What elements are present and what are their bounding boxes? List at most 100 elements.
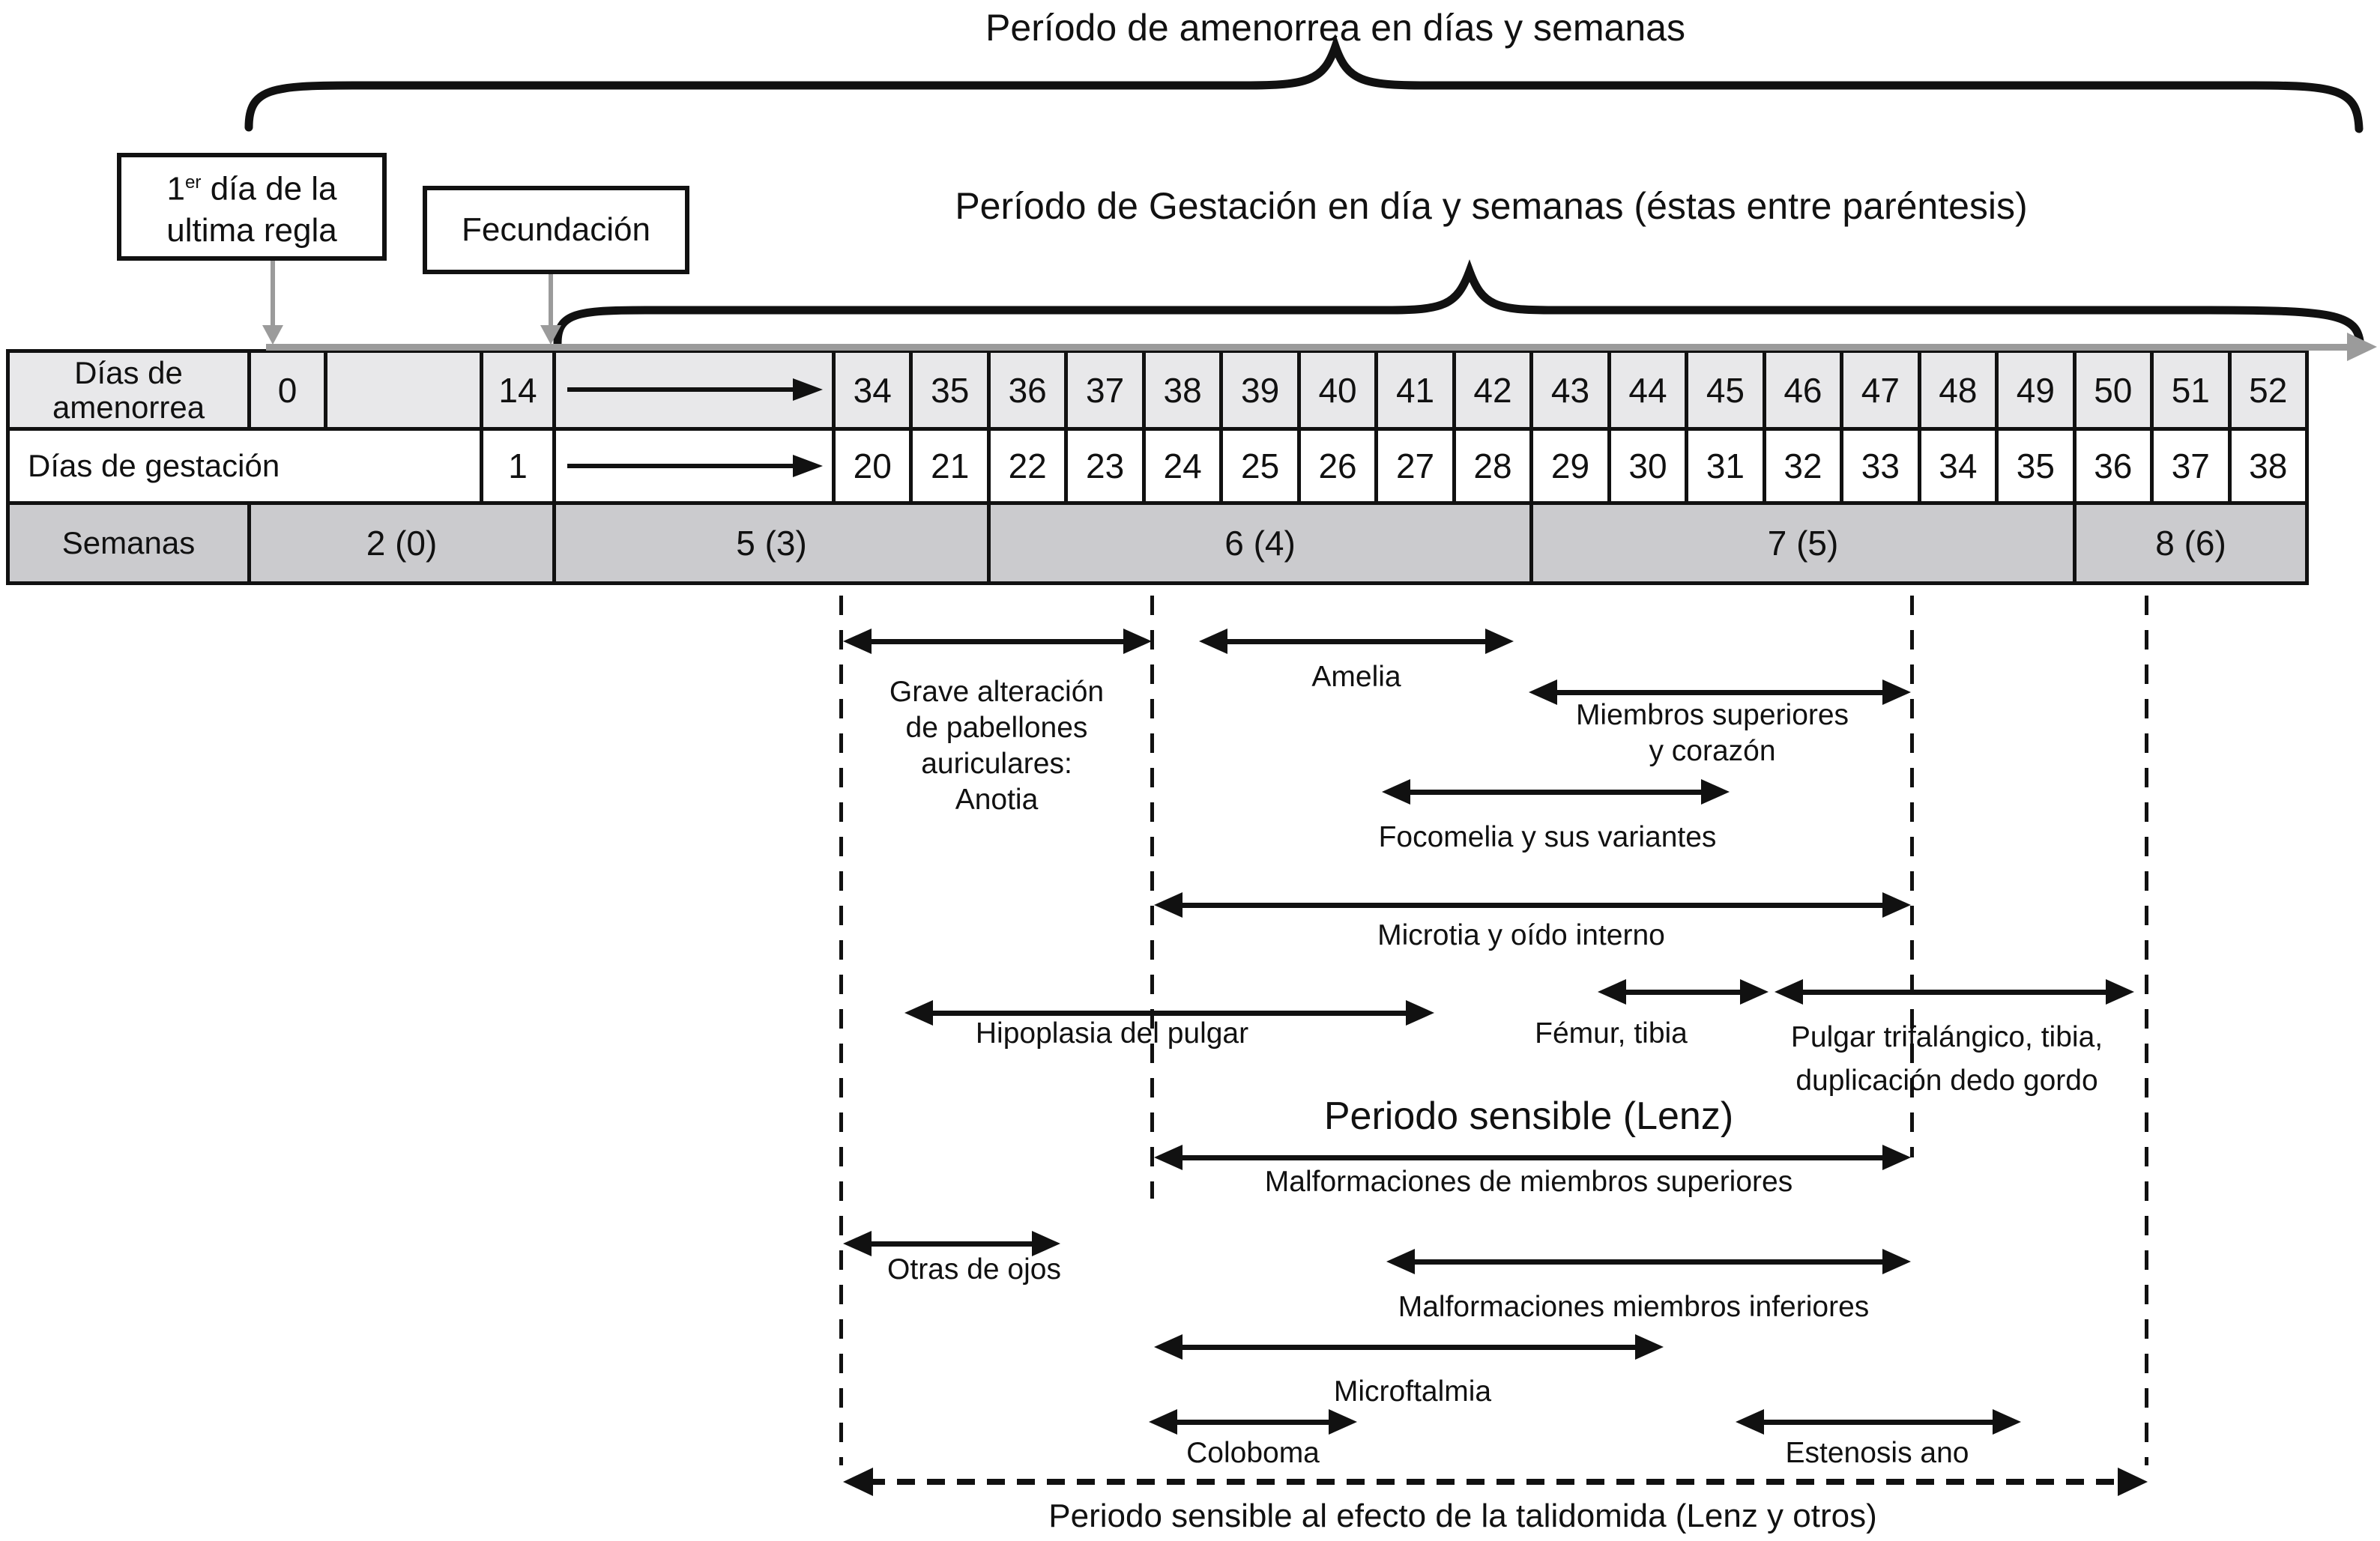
gestation-day-31: 31	[1685, 431, 1763, 501]
amenorrhea-day-48: 48	[1917, 353, 1996, 427]
week-cell-53: 5 (3)	[552, 505, 987, 581]
gestation-day-27: 27	[1374, 431, 1452, 501]
amenorrhea-day-42: 42	[1452, 353, 1530, 427]
microtia-oido-interno-label-line-0: Microtia y oído interno	[1377, 919, 1665, 951]
amenorrhea-day-49: 49	[1995, 353, 2073, 427]
fecundacion-box: Fecundación	[423, 186, 689, 274]
gestation-day-38: 38	[2227, 431, 2305, 501]
gestation-continuation-arrow-shaft	[567, 464, 799, 468]
table-hborder-2	[6, 501, 2309, 505]
microtia-oido-interno-arrow-shaft	[1177, 902, 1888, 908]
gestation-day-28: 28	[1452, 431, 1530, 501]
table-right-border	[2305, 349, 2309, 585]
gestation-day-35: 35	[1995, 431, 2073, 501]
fecundacion-pointer-arrow-shaft	[549, 274, 553, 327]
dashed-line-gestation-day34	[1910, 596, 1914, 1157]
miembros-superiores-corazon-label-line-1: y corazón	[1649, 735, 1776, 767]
gestation-row-label: Días de gestación	[6, 431, 480, 501]
gestation-day-24: 24	[1141, 431, 1220, 501]
malformaciones-miembros-inferiores-arrow-shaft	[1409, 1259, 1888, 1265]
pulgar-trifalangico-label-line-1: duplicación dedo gordo	[1795, 1065, 2098, 1097]
first-day-pointer-arrow-shaft	[271, 261, 275, 327]
coloboma-label-line-0: Coloboma	[1186, 1437, 1320, 1469]
microtia-oido-interno-label: Microtia y oído interno	[1377, 918, 1665, 954]
coloboma-label: Coloboma	[1186, 1435, 1320, 1471]
amenorrhea-day-43: 43	[1529, 353, 1607, 427]
week-cell-64: 6 (4)	[987, 505, 1529, 581]
amelia-label: Amelia	[1311, 659, 1401, 695]
pulgar-trifalangico-arrow-shaft	[1797, 989, 2112, 995]
amenorrhea-day-50: 50	[2072, 353, 2151, 427]
gestation-day-32: 32	[1762, 431, 1840, 501]
amenorrhea-fixed-cell-0: 0	[247, 353, 324, 427]
gestation-day-33: 33	[1840, 431, 1918, 501]
grave-anotia-label-line-3: Anotia	[955, 784, 1039, 816]
amenorrhea-row-label-line-0: Días de	[74, 354, 183, 390]
table-hborder-1	[6, 427, 2309, 431]
table-hborder-3	[6, 581, 2309, 585]
malformaciones-miembros-inferiores-label: Malformaciones miembros inferiores	[1398, 1289, 1870, 1325]
amenorrhea-day-46: 46	[1762, 353, 1840, 427]
amenorrhea-day-41: 41	[1374, 353, 1452, 427]
otras-de-ojos-label-line-0: Otras de ojos	[887, 1253, 1061, 1286]
table-hborder-0	[6, 349, 2309, 353]
amenorrhea-row-label-line-1: amenorrea	[52, 389, 205, 425]
hipoplasia-pulgar-arrow-shaft	[927, 1010, 1412, 1016]
grave-anotia-label-line-1: de pabellones	[905, 712, 1088, 744]
hipoplasia-pulgar-label-line-0: Hipoplasia del pulgar	[975, 1017, 1249, 1050]
focomelia-label: Focomelia y sus variantes	[1379, 820, 1717, 856]
amenorrhea-day-36: 36	[986, 353, 1065, 427]
gestation-day-23: 23	[1064, 431, 1142, 501]
estenosis-ano-label-line-0: Estenosis ano	[1785, 1437, 1969, 1469]
amenorrhea-day-39: 39	[1219, 353, 1297, 427]
amenorrhea-day-35: 35	[909, 353, 987, 427]
femur-tibia-arrow-shaft	[1620, 989, 1746, 995]
gestation-day-25: 25	[1219, 431, 1297, 501]
femur-tibia-label-line-0: Fémur, tibia	[1535, 1017, 1688, 1050]
estenosis-ano-arrow-shaft	[1758, 1419, 1999, 1425]
focomelia-arrow-shaft	[1404, 789, 1707, 795]
grave-anotia-label-line-2: auriculares:	[921, 748, 1072, 780]
first-day-line2: ultima regla	[166, 212, 337, 249]
microftalmia-label-line-0: Microftalmia	[1333, 1375, 1492, 1408]
week-cell-86: 8 (6)	[2073, 505, 2305, 581]
dashed-line-gestation-day37	[2145, 596, 2148, 1465]
talidomida-caption: Periodo sensible al efecto de la talidom…	[1048, 1498, 1877, 1534]
femur-tibia-label: Fémur, tibia	[1535, 1016, 1688, 1052]
malformaciones-miembros-superiores-label-line-0: Malformaciones de miembros superiores	[1264, 1166, 1793, 1198]
focomelia-label-line-0: Focomelia y sus variantes	[1378, 821, 1717, 853]
gestation-day-30: 30	[1607, 431, 1685, 501]
amenorrhea-day-45: 45	[1685, 353, 1763, 427]
hipoplasia-pulgar-label: Hipoplasia del pulgar	[976, 1016, 1248, 1052]
pulgar-trifalangico-label: Pulgar trifalángico, tibia,duplicación d…	[1791, 1016, 2103, 1103]
fecundacion-pointer-arrow-head-icon	[540, 325, 561, 345]
malformaciones-miembros-inferiores-label-line-0: Malformaciones miembros inferiores	[1398, 1291, 1870, 1323]
otras-de-ojos-arrow-shaft	[866, 1241, 1038, 1247]
otras-de-ojos-label: Otras de ojos	[887, 1252, 1061, 1288]
amenorrhea-continuation-arrow-shaft	[567, 387, 799, 392]
dashed-line-gestation-day24	[1150, 596, 1154, 1199]
weeks-row-label: Semanas	[6, 505, 247, 581]
gestation-period-title: Período de Gestación en día y semanas (é…	[955, 185, 2028, 227]
amenorrhea-day-47: 47	[1840, 353, 1918, 427]
timeline-axis-arrow-shaft	[266, 343, 2353, 351]
microftalmia-label: Microftalmia	[1334, 1374, 1491, 1410]
amenorrhea-day-44: 44	[1607, 353, 1685, 427]
gestation-fixed-cell-0: 1	[480, 431, 552, 501]
gestation-day-26: 26	[1296, 431, 1375, 501]
week-cell-75: 7 (5)	[1529, 505, 2073, 581]
gestation-day-20: 20	[832, 431, 910, 501]
amenorrhea-day-52: 52	[2227, 353, 2305, 427]
malformaciones-miembros-superiores-label: Malformaciones de miembros superiores	[1265, 1164, 1792, 1200]
gestation-day-34: 34	[1917, 431, 1996, 501]
amelia-label-line-0: Amelia	[1311, 661, 1401, 693]
fecundacion-label: Fecundación	[462, 211, 650, 248]
amenorrhea-period-title: Período de amenorrea en días y semanas	[985, 7, 1685, 49]
week-cell-20: 2 (0)	[247, 505, 552, 581]
amenorrhea-day-38: 38	[1141, 353, 1220, 427]
lenz-period-title: Periodo sensible (Lenz)	[1323, 1095, 1734, 1138]
